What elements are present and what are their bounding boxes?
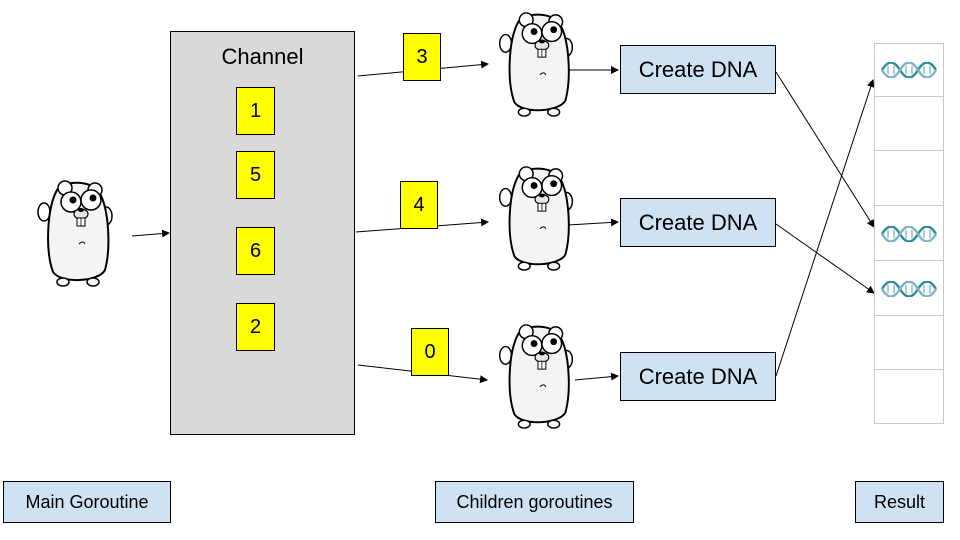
children-goroutines-label: Children goroutines (435, 481, 634, 523)
gopher-main-icon (37, 180, 113, 287)
result-slot-3 (874, 152, 944, 206)
result-slot-6 (874, 316, 944, 370)
arrow-dna-3-to-result (775, 79, 875, 377)
channel-item-2: 5 (236, 151, 275, 199)
result-array (874, 43, 944, 424)
channel-item-4: 2 (236, 303, 275, 351)
channel-item-3: 6 (236, 227, 275, 275)
arrow-dna-2-to-result (775, 223, 875, 294)
in-flight-item-3: 0 (411, 328, 449, 376)
channel-item-1: 1 (236, 87, 275, 135)
arrow-worker-2-to-dna (567, 218, 619, 227)
dna-helix-icon (880, 280, 938, 297)
arrow-dna-1-to-result (775, 71, 875, 228)
channel-title: Channel (221, 44, 304, 69)
create-dna-box-2: Create DNA (620, 198, 776, 247)
result-slot-1 (874, 43, 944, 97)
in-flight-item-2: 4 (400, 181, 438, 229)
result-slot-7 (874, 370, 944, 424)
result-slot-2 (874, 97, 944, 151)
gopher-worker-3-icon (498, 323, 574, 430)
gopher-worker-2-icon (498, 165, 574, 272)
result-slot-5 (874, 262, 944, 316)
dna-helix-icon (880, 225, 938, 242)
create-dna-box-1: Create DNA (620, 45, 776, 94)
result-label: Result (855, 481, 944, 523)
arrow-main-to-channel (131, 229, 170, 238)
in-flight-item-1: 3 (403, 33, 441, 81)
main-goroutine-label: Main Goroutine (3, 481, 171, 523)
arrow-worker-3-to-dna (574, 372, 619, 381)
gopher-worker-1-icon (498, 11, 574, 118)
create-dna-box-3: Create DNA (620, 352, 776, 401)
result-slot-4 (874, 207, 944, 261)
dna-helix-icon (880, 61, 938, 78)
